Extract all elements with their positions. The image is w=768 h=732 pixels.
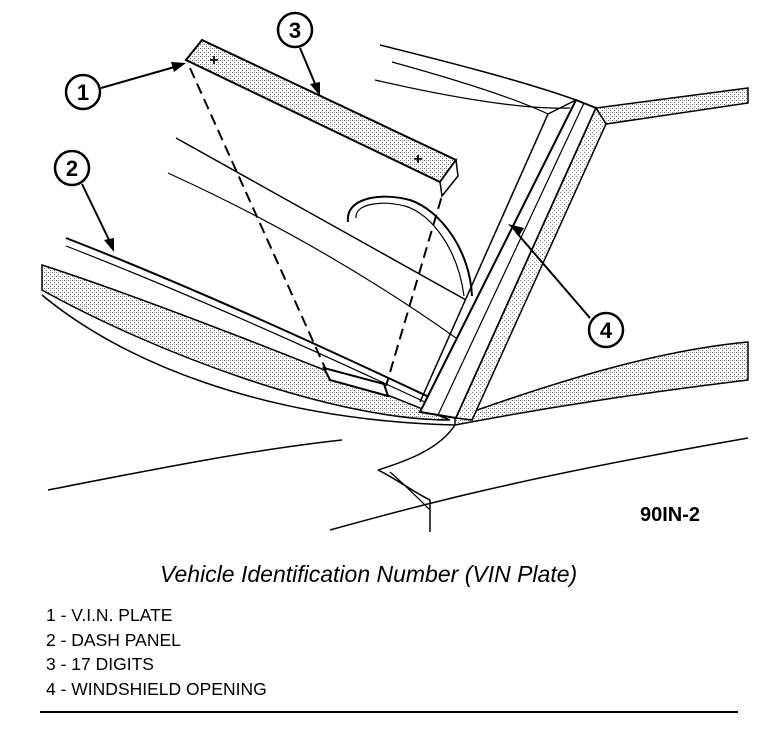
callout-2: 2 [53,149,114,252]
callout-1: 1 [64,62,186,111]
callout-1-label: 1 [77,80,89,105]
callout-2-label: 2 [66,156,78,181]
steering-wheel [346,195,473,297]
legend-item: 2 - DASH PANEL [46,629,181,650]
callout-4-label: 4 [600,318,613,343]
svg-text:+: + [209,52,218,69]
legend-item: 3 - 17 DIGITS [46,654,154,674]
svg-text:+: + [413,151,422,168]
dash-panel-edge [65,237,447,406]
roof-rail [594,87,749,125]
figure-code: 90IN-2 [640,504,701,526]
windshield-pillar [418,98,598,420]
vin-plate-installed [322,366,390,398]
vin-location-diagram: + + 1 2 3 4 [41,11,749,532]
figure-caption: Vehicle Identification Number (VIN Plate… [160,561,578,587]
legend-item: 4 - WINDSHIELD OPENING [46,678,267,699]
callout-3-label: 3 [289,18,301,43]
legend-item: 1 - V.I.N. PLATE [46,605,173,625]
divider-rule [40,711,738,713]
callout-4: 4 [508,224,625,349]
legend-list: 1 - V.I.N. PLATE 2 - DASH PANEL 3 - 17 D… [46,603,267,701]
callout-3: 3 [276,11,320,96]
hood-surface [454,341,749,426]
